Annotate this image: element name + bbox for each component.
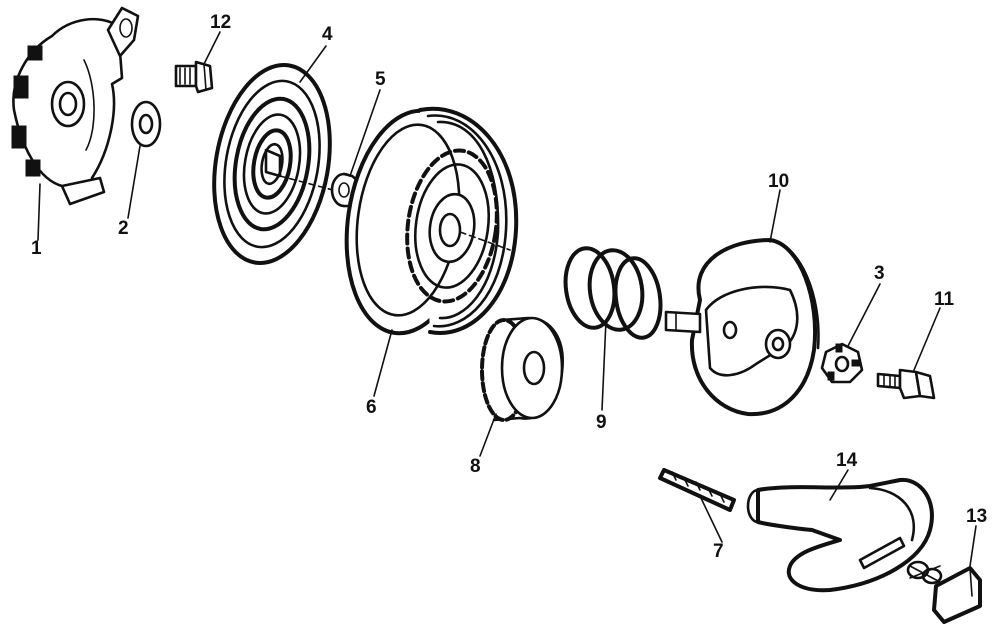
callout-11: 11: [934, 289, 955, 310]
part-4-spiral-spring: [212, 63, 332, 265]
part-14-starter-handle: [746, 477, 934, 593]
leader-11: [913, 307, 941, 371]
leader-14: [829, 469, 849, 501]
part-3-castle-nut: [820, 342, 864, 384]
leader-12: [203, 31, 221, 65]
leader-2: [127, 145, 141, 219]
leader-10: [769, 189, 781, 243]
callout-4: 4: [322, 24, 333, 45]
leader-9: [601, 319, 607, 411]
callout-14: 14: [836, 450, 858, 471]
part-8-pinion-gear: [480, 316, 564, 422]
part-6-pulley-gear: [344, 106, 519, 336]
leader-8: [479, 413, 497, 457]
callout-5: 5: [375, 69, 386, 90]
leader-13: [969, 525, 977, 567]
callout-8: 8: [470, 456, 481, 477]
callout-10: 10: [768, 171, 789, 192]
part-13-handle-insert: [932, 566, 982, 624]
leader-6: [373, 329, 393, 397]
callout-13: 13: [966, 506, 987, 527]
leader-4: [299, 45, 327, 83]
callout-1: 1: [31, 238, 42, 259]
part-12-bolt: [174, 60, 214, 94]
rope-knot: [906, 560, 943, 585]
callout-9: 9: [596, 412, 607, 433]
part-7-rope: [658, 468, 736, 512]
leader-5: [349, 89, 381, 177]
tab: [11, 125, 27, 149]
axis-line-2: [459, 231, 511, 251]
part-1-cover-plate: [11, 6, 140, 206]
callout-6: 6: [366, 397, 377, 418]
part-2-washer: [130, 100, 162, 148]
leader-7: [699, 495, 723, 543]
callout-12: 12: [210, 12, 231, 33]
part-11-bolt: [876, 368, 936, 400]
tab: [25, 159, 41, 177]
axis-line: [279, 175, 349, 195]
leader-1: [37, 183, 41, 241]
part-10-cam-plate: [664, 238, 820, 417]
tab: [13, 75, 29, 99]
leader-3: [847, 283, 881, 347]
tab: [27, 45, 43, 61]
callout-3: 3: [874, 263, 885, 284]
callout-7: 7: [713, 541, 724, 562]
part-9-coil-spring: [563, 246, 663, 340]
callout-2: 2: [118, 218, 129, 239]
